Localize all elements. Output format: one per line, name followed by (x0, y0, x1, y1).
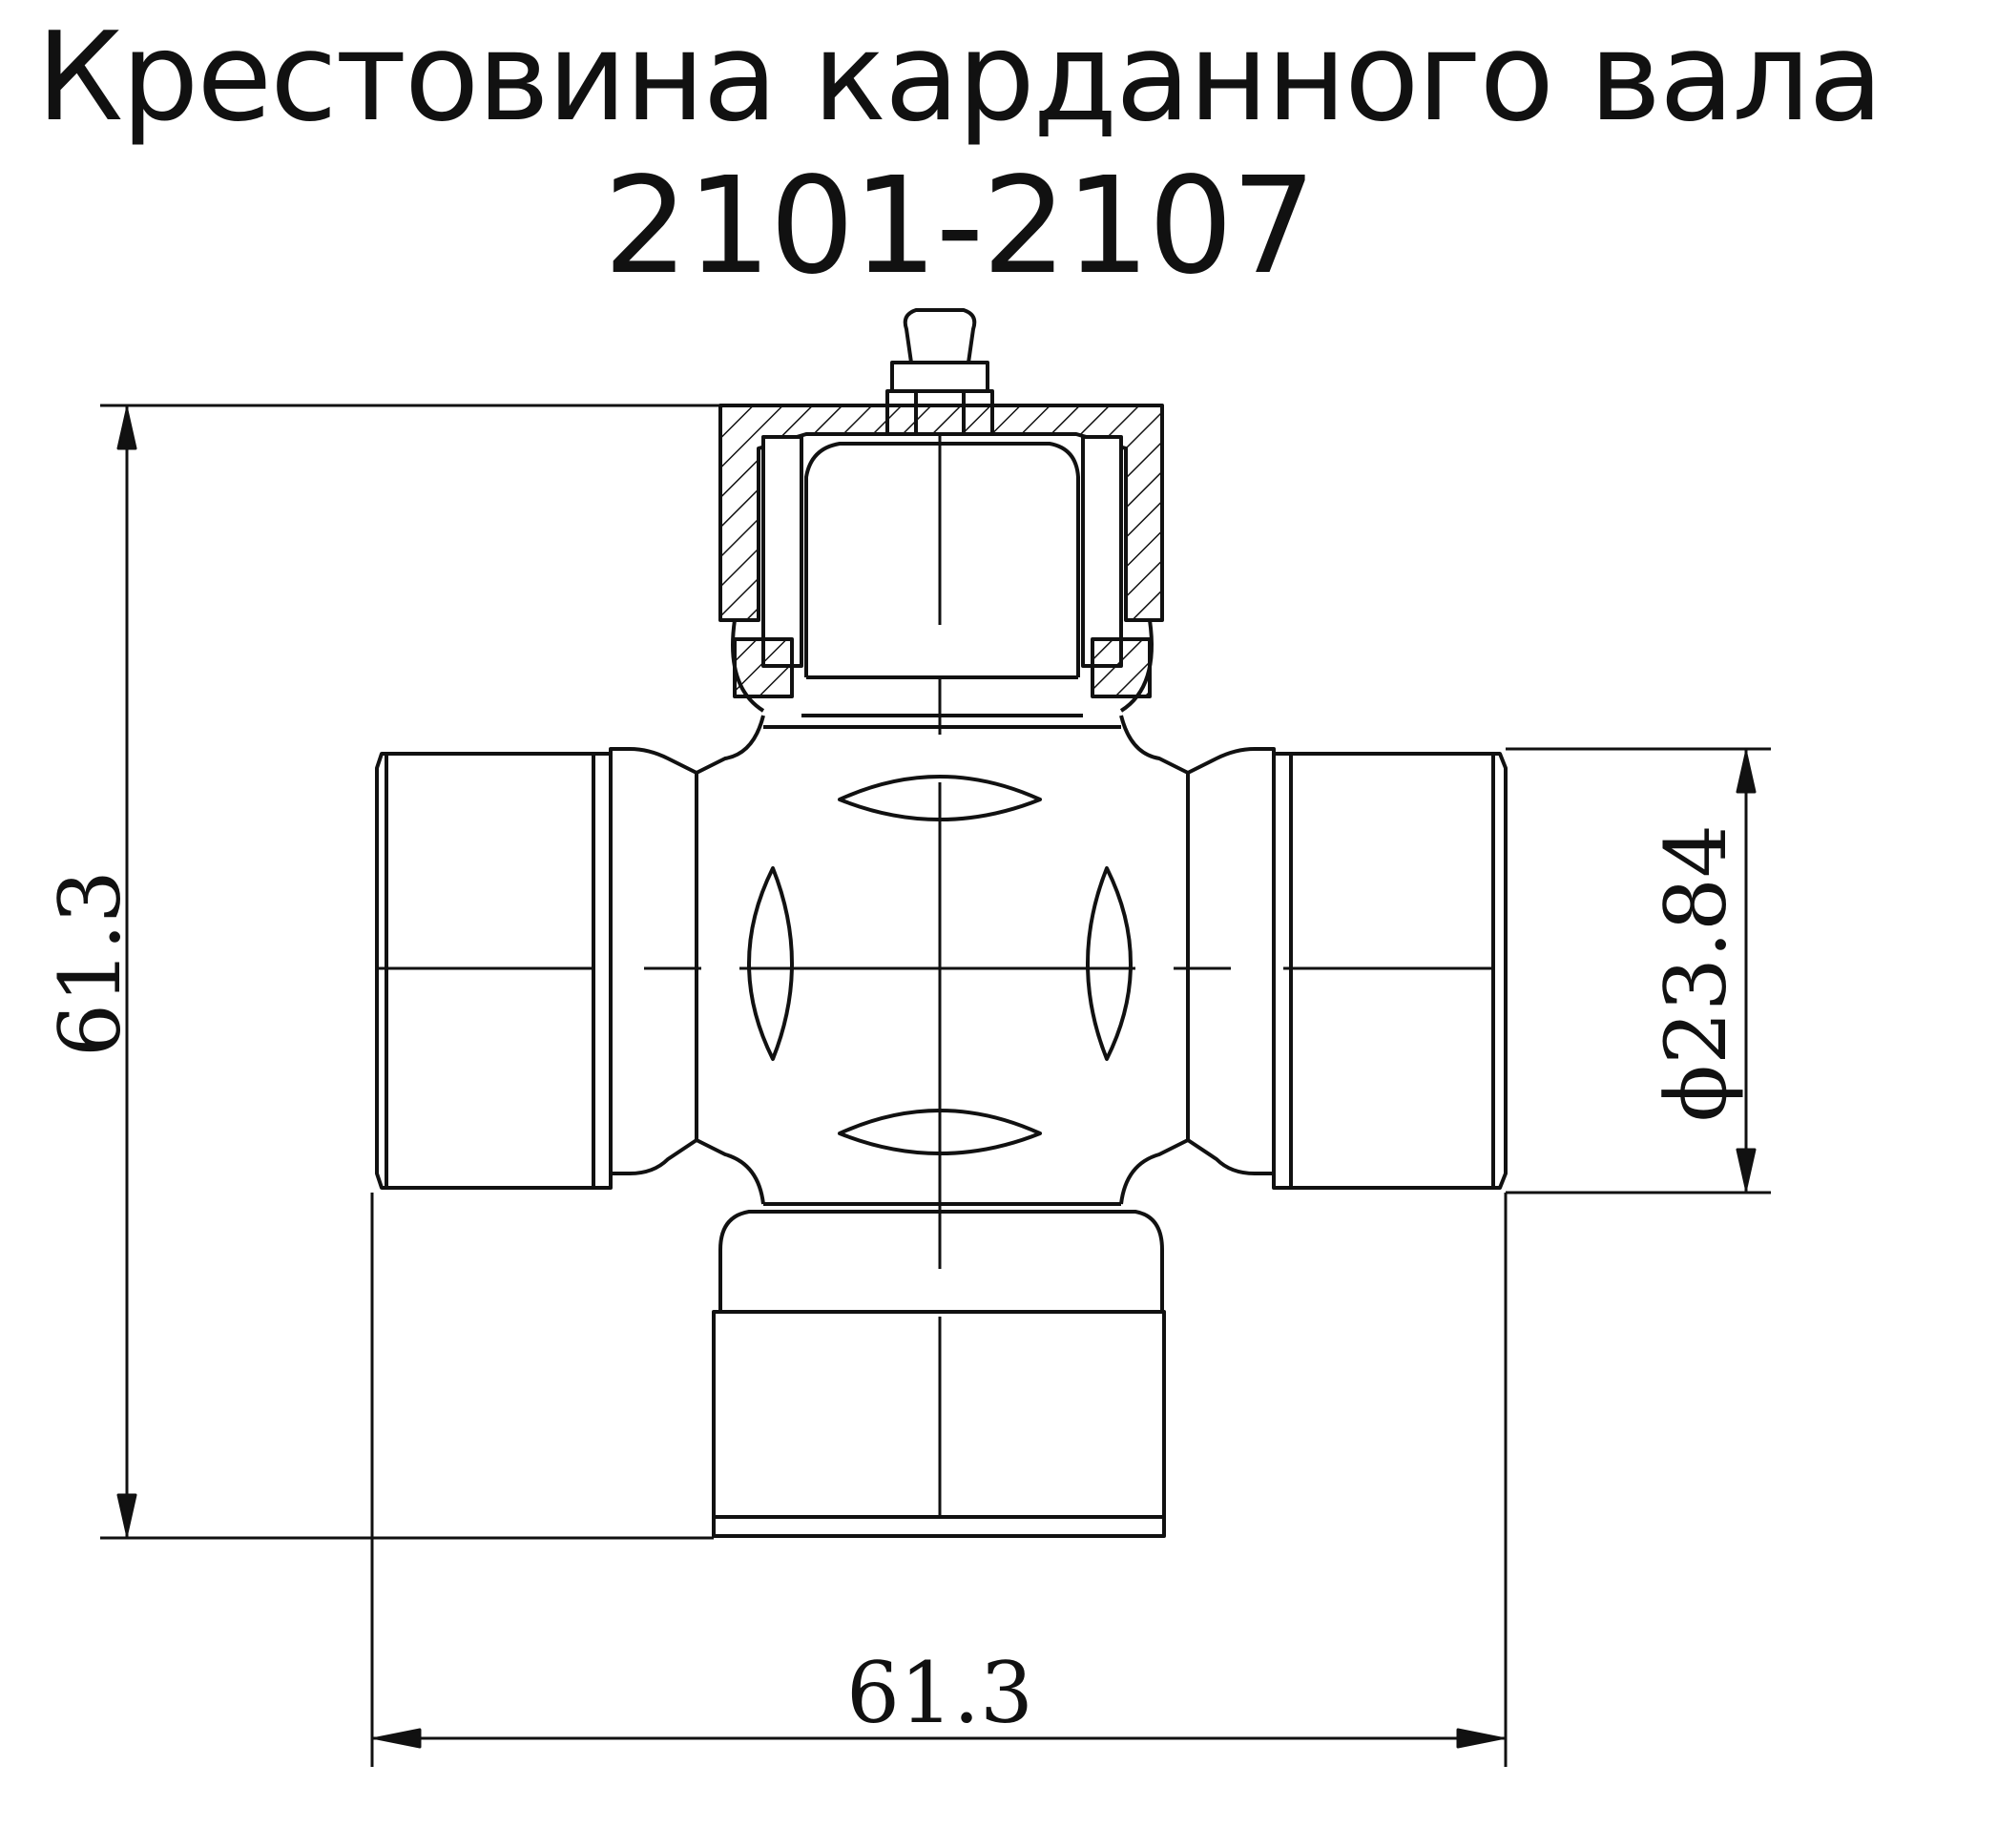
top-bearing-cup-section (718, 404, 1164, 717)
right-bearing-cup (1272, 752, 1508, 1190)
cross-body (609, 715, 1276, 1206)
dimension-diameter (1506, 747, 1771, 1194)
left-bearing-cup (375, 752, 613, 1190)
centerlines (377, 434, 1493, 1517)
diameter-label: ϕ23.84 (1647, 824, 1745, 1122)
dimension-width (370, 1193, 1508, 1767)
title-line-1: Крестовина карданного вала (36, 7, 1883, 149)
title-line-2: 2101-2107 (603, 149, 1316, 304)
dimension-height (100, 404, 720, 1540)
width-label: 61.3 (846, 1644, 1033, 1742)
lens-marks (747, 775, 1133, 1155)
height-label: 61.3 (41, 870, 139, 1057)
